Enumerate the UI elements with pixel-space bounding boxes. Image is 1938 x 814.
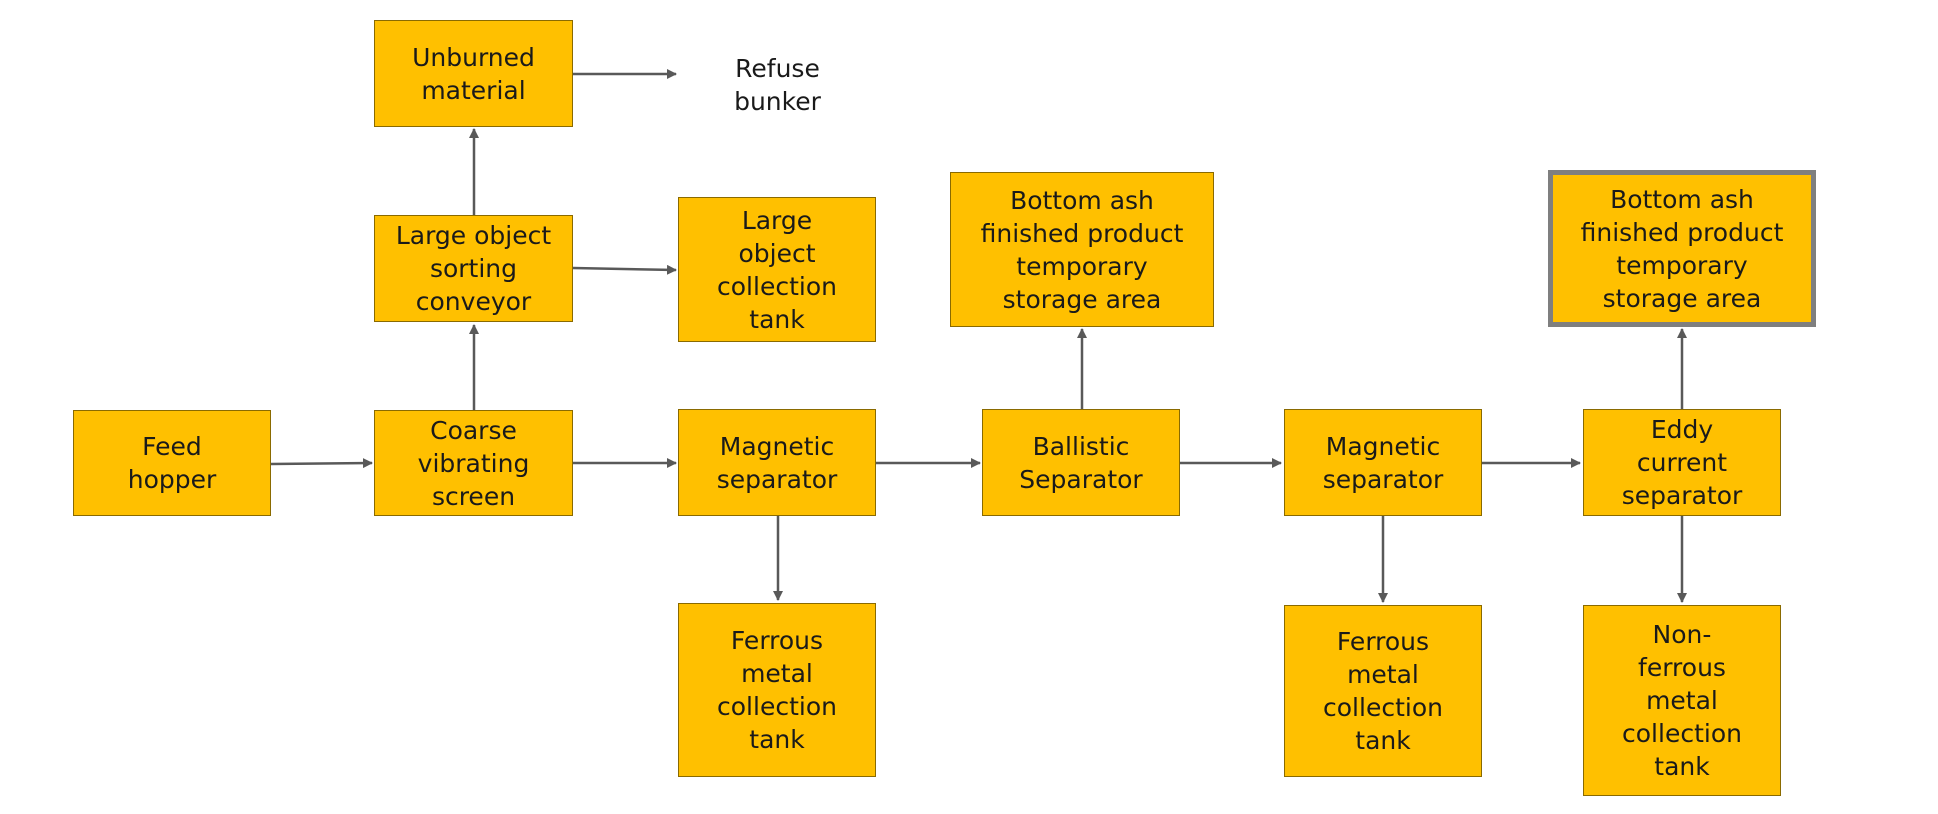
node-unburned-material: Unburned material <box>374 20 573 127</box>
node-non-ferrous-metal-collection-tank: Non- ferrous metal collection tank <box>1583 605 1781 796</box>
arrow-feed-to-screen <box>270 458 373 469</box>
arrow-conveyor-to-large-tank <box>572 264 677 275</box>
node-ferrous-metal-collection-tank-1: Ferrous metal collection tank <box>678 603 876 777</box>
node-refuse-bunker: Refuse bunker <box>734 54 821 116</box>
node-magnetic-separator-1: Magnetic separator <box>678 409 876 516</box>
node-feed-hopper: Feed hopper <box>73 410 271 516</box>
node-coarse-vibrating-screen: Coarse vibrating screen <box>374 410 573 516</box>
node-large-object-sorting-conveyor: Large object sorting conveyor <box>374 215 573 322</box>
node-bottom-ash-storage-area-2: Bottom ash finished product temporary st… <box>1548 170 1816 327</box>
node-eddy-current-separator: Eddy current separator <box>1583 409 1781 516</box>
node-large-object-collection-tank: Large object collection tank <box>678 197 876 342</box>
node-magnetic-separator-2: Magnetic separator <box>1284 409 1482 516</box>
node-ballistic-separator: Ballistic Separator <box>982 409 1180 516</box>
node-bottom-ash-storage-area-1: Bottom ash finished product temporary st… <box>950 172 1214 327</box>
node-ferrous-metal-collection-tank-2: Ferrous metal collection tank <box>1284 605 1482 777</box>
